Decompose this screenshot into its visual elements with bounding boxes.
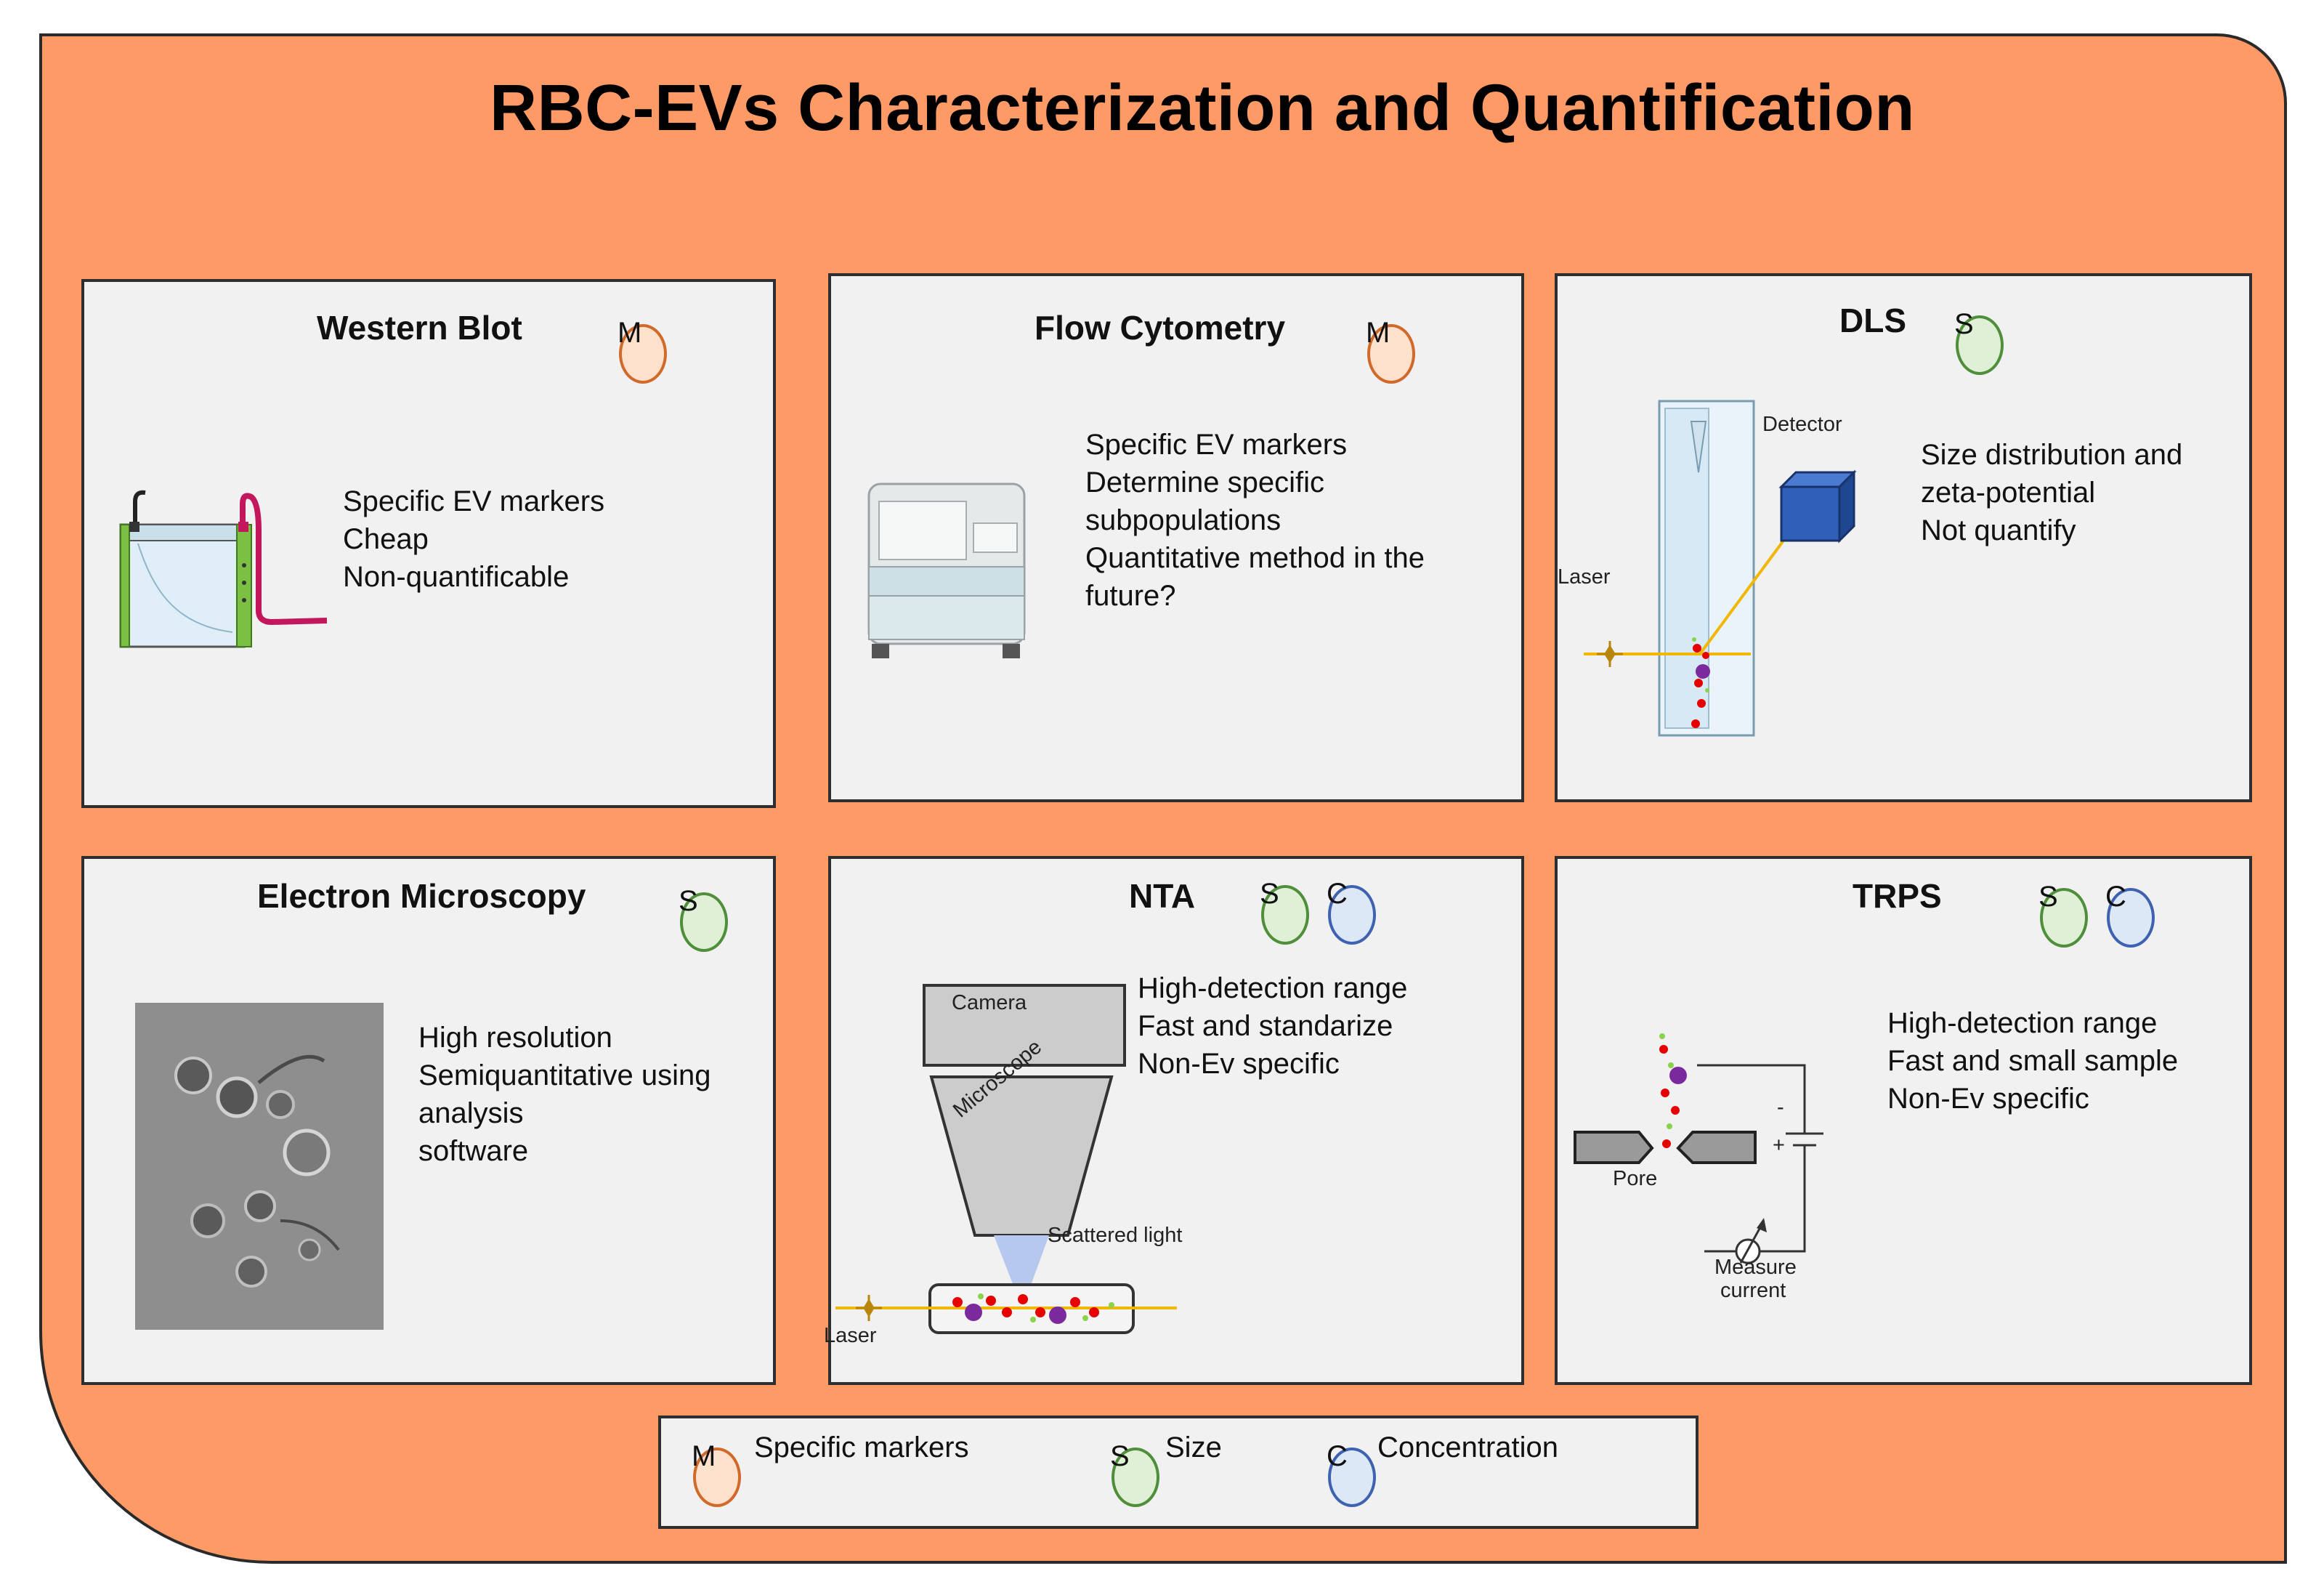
description-line: High resolution [418, 1022, 612, 1054]
badge-letter: S [679, 885, 698, 917]
description-line: High-detection range [1887, 1007, 2158, 1039]
size-badge: S [2038, 881, 2088, 948]
badge-letter: S [2038, 881, 2058, 913]
description-line: Specific EV markers [1085, 429, 1348, 461]
description-line: Determine specific [1085, 467, 1325, 498]
scattered-light-label: Scattered light [1048, 1224, 1183, 1247]
electron-microscopy-title: Electron Microscopy [257, 877, 586, 915]
description-line: Non-Ev specific [1887, 1083, 2089, 1115]
legend-marker-badge: M [692, 1440, 741, 1507]
description-line: Semiquantitative using [418, 1059, 711, 1091]
concentration-badge: C [2105, 881, 2155, 948]
flow-cytometry-title: Flow Cytometry [1035, 309, 1286, 347]
description-line: future? [1085, 580, 1176, 612]
western-blot-title: Western Blot [317, 309, 522, 347]
legend-box: M Specific markers S Size C Concentratio… [658, 1416, 1699, 1529]
description-line: Size distribution and [1921, 439, 2183, 471]
circuit-minus-label: - [1777, 1096, 1784, 1119]
badge-letter: S [1110, 1440, 1130, 1472]
size-badge: S [679, 885, 728, 952]
detector-label: Detector [1762, 413, 1842, 436]
badge-letter: S [1260, 878, 1279, 910]
dls-cuvette-diagram [1584, 400, 1857, 737]
legend-markers-label: Specific markers [754, 1432, 969, 1463]
flow-cytometer-icon [867, 482, 1026, 658]
electron-microscopy-description: High resolution Semiquantitative using a… [418, 1019, 710, 1170]
badge-letter: M [692, 1440, 716, 1472]
description-line: subpopulations [1085, 504, 1282, 536]
badge-letter: M [1366, 317, 1390, 349]
nta-title: NTA [1129, 877, 1196, 915]
flow-cytometry-description: Specific EV markers Determine specific s… [1085, 426, 1425, 615]
description-line: High-detection range [1138, 972, 1408, 1004]
marker-badge: M [618, 317, 667, 384]
nta-setup-diagram [835, 984, 1177, 1334]
electron-micrograph-image [135, 1003, 384, 1330]
dls-description: Size distribution and zeta-potential Not… [1921, 436, 2182, 549]
dls-title: DLS [1839, 302, 1906, 339]
marker-badge: M [1366, 317, 1415, 384]
camera-label: Camera [952, 991, 1027, 1014]
trps-title: TRPS [1853, 877, 1942, 915]
badge-letter: C [1327, 1440, 1348, 1472]
legend-size-badge: S [1110, 1440, 1159, 1507]
description-line: Not quantify [1921, 514, 2076, 546]
badge-letter: C [1327, 878, 1348, 910]
description-line: Quantitative method in the [1085, 542, 1425, 574]
measure-label: Measure [1714, 1256, 1797, 1279]
legend-concentration-label: Concentration [1377, 1432, 1559, 1463]
description-line: Fast and small sample [1887, 1045, 2179, 1077]
nta-laser-label: Laser [824, 1324, 877, 1347]
size-badge: S [1260, 878, 1309, 945]
badge-letter: M [618, 317, 642, 349]
trps-pore-circuit-diagram [1574, 1033, 1823, 1264]
legend-size-label: Size [1165, 1432, 1222, 1463]
circuit-plus-label: + [1773, 1134, 1785, 1157]
trps-description: High-detection range Fast and small samp… [1887, 1004, 2178, 1118]
description-line: zeta-potential [1921, 477, 2096, 509]
description-line: software [418, 1135, 529, 1167]
description-line: Specific EV markers [343, 485, 605, 517]
current-label: current [1720, 1279, 1786, 1302]
badge-letter: S [1954, 308, 1974, 340]
badge-letter: C [2105, 881, 2126, 913]
nta-description: High-detection range Fast and standarize… [1138, 969, 1407, 1083]
description-line: Non-quantificable [343, 561, 570, 593]
electrophoresis-tank-icon [119, 490, 328, 648]
legend-concentration-badge: C [1327, 1440, 1376, 1507]
page-title: RBC-EVs Characterization and Quantificat… [490, 72, 1915, 145]
description-line: Cheap [343, 523, 429, 555]
western-blot-description: Specific EV markers Cheap Non-quantifica… [343, 482, 604, 596]
description-line: analysis [418, 1097, 524, 1129]
description-line: Fast and standarize [1138, 1010, 1393, 1042]
concentration-badge: C [1327, 878, 1376, 945]
size-badge: S [1954, 308, 2004, 375]
description-line: Non-Ev specific [1138, 1048, 1340, 1080]
pore-label: Pore [1613, 1167, 1658, 1190]
laser-label: Laser [1558, 565, 1611, 589]
